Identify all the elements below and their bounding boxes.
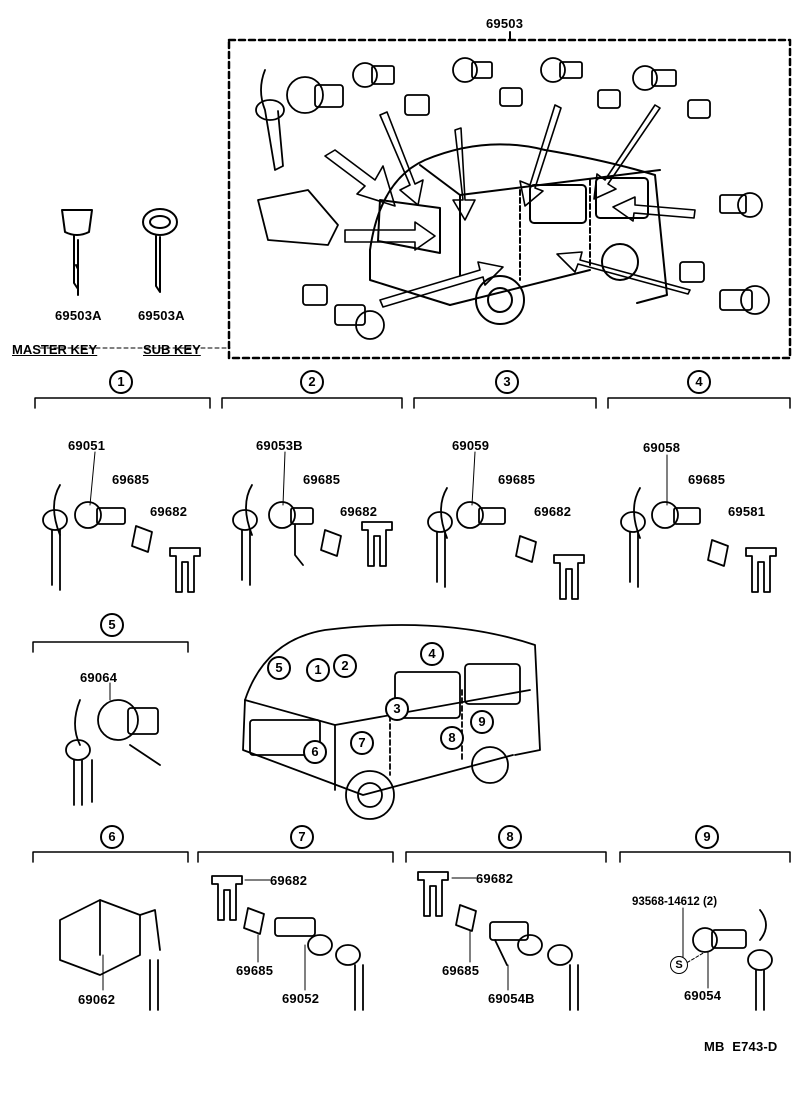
section-3-drawing [427,451,585,600]
part-label-s6-latch: 69062 [78,992,116,1007]
part-label-s2-clip: 69682 [340,504,378,519]
section-6-drawing [59,899,161,1011]
part-label-s1-pad: 69685 [112,472,150,487]
section-number-6: 6 [100,825,124,849]
part-label-assembly: 69503 [486,16,524,31]
van-center-drawing [242,624,541,820]
part-label-s9-lock: 69054 [684,988,722,1003]
van-callout-6: 6 [303,740,327,764]
screw-symbol: S [670,956,688,974]
part-label-s2-lock: 69053B [256,438,303,453]
section-number-7: 7 [290,825,314,849]
part-label-s4-clip: 69581 [728,504,766,519]
part-label-s9-screw: 93568-14612 (2) [632,896,718,908]
section-number-3: 3 [495,370,519,394]
master-key-label: MASTER KEY [12,342,98,357]
van-callout-1: 1 [306,658,330,682]
part-label-s7-lock: 69052 [282,991,320,1006]
master-key-icon [61,209,93,296]
part-label-s7-pad: 69685 [236,963,274,978]
part-label-sub-key: 69503A [138,308,185,323]
part-label-master-key: 69503A [55,308,102,323]
section-number-1: 1 [109,370,133,394]
diagram-code: MB E743-D [704,1039,778,1054]
section-number-2: 2 [300,370,324,394]
section-4-drawing [620,454,777,593]
section-brackets [32,397,791,863]
pointer-arrows [324,104,696,308]
part-label-s8-pad: 69685 [442,963,480,978]
top-lock-cylinders [255,57,770,340]
part-label-s3-lock: 69059 [452,438,490,453]
section-number-8: 8 [498,825,522,849]
van-callout-2: 2 [333,654,357,678]
section-5-drawing [65,682,161,806]
section-7-drawing [211,875,364,1011]
sub-key-icon [142,208,178,293]
van-callout-8: 8 [440,726,464,750]
section-number-9: 9 [695,825,719,849]
part-label-s8-clip: 69682 [476,871,514,886]
part-label-s4-lock: 69058 [643,440,681,455]
part-label-s1-clip: 69682 [150,504,188,519]
part-label-s5-lock: 69064 [80,670,118,685]
van-top-drawing [369,143,668,325]
van-callout-9: 9 [470,710,494,734]
part-label-s3-clip: 69682 [534,504,572,519]
part-label-s3-pad: 69685 [498,472,536,487]
section-number-4: 4 [687,370,711,394]
section-1-drawing [42,451,201,593]
van-callout-4: 4 [420,642,444,666]
part-label-s1-lock: 69051 [68,438,106,453]
part-label-s4-pad: 69685 [688,472,726,487]
sub-key-label: SUB KEY [143,342,201,357]
van-callout-5: 5 [267,656,291,680]
section-9-drawing [682,907,773,1011]
part-label-s2-pad: 69685 [303,472,341,487]
van-callout-7: 7 [350,731,374,755]
part-label-s7-clip: 69682 [270,873,308,888]
part-label-s8-lock: 69054B [488,991,535,1006]
section-number-5: 5 [100,613,124,637]
van-callout-3: 3 [385,697,409,721]
section-2-drawing [232,451,393,586]
section-8-drawing [417,871,579,1011]
